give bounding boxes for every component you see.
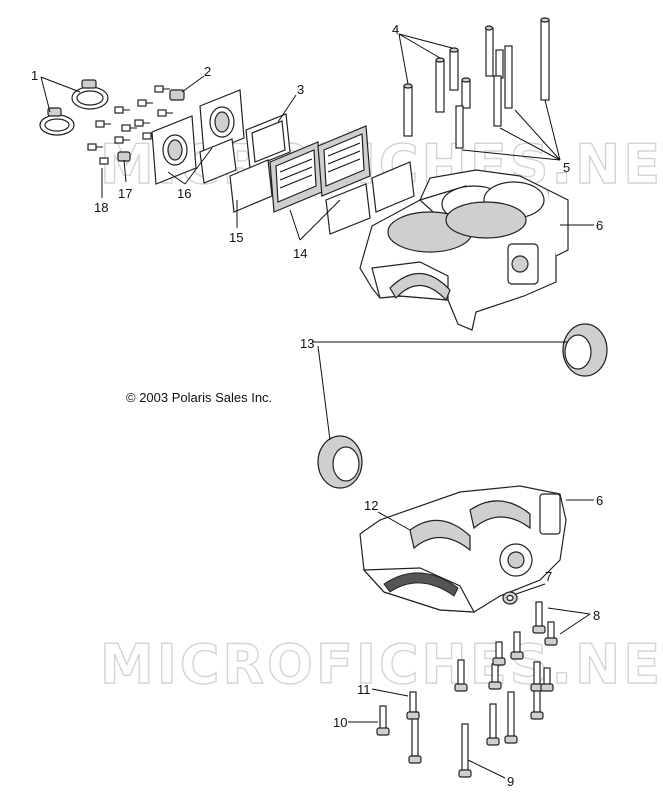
callout-9: 9 (507, 774, 514, 789)
leader-lines (40, 33, 594, 779)
adapter-plates (151, 89, 245, 185)
copyright-text: © 2003 Polaris Sales Inc. (126, 390, 272, 405)
small-bolts-group (87, 85, 185, 165)
callout-12: 12 (364, 498, 378, 513)
watermark-bottom: MICROFICHES.NET (100, 633, 663, 696)
callout-7: 7 (545, 569, 552, 584)
callout-10: 10 (333, 715, 347, 730)
callout-labels: 1 2 3 4 5 6 6 7 8 9 10 11 12 13 14 15 16… (31, 22, 603, 789)
callout-6-upper: 6 (596, 218, 603, 233)
callout-15: 15 (229, 230, 243, 245)
callout-14: 14 (293, 246, 307, 261)
lower-crankcase (359, 485, 567, 613)
callout-5: 5 (563, 160, 570, 175)
plug-part-7 (502, 591, 518, 605)
callout-2: 2 (204, 64, 211, 79)
crankshaft-seals (317, 323, 608, 489)
callout-4: 4 (392, 22, 399, 37)
callout-1: 1 (31, 68, 38, 83)
upper-crankcase (359, 169, 569, 331)
callout-6-lower: 6 (596, 493, 603, 508)
callout-17: 17 (118, 186, 132, 201)
studs-and-dowels (403, 17, 550, 149)
fitting-part-2 (169, 89, 185, 101)
callout-16: 16 (177, 186, 191, 201)
reed-valve-assembly (229, 113, 415, 235)
hose-clamps (39, 79, 109, 136)
callout-11: 11 (357, 682, 371, 697)
callout-13: 13 (300, 336, 314, 351)
callout-8: 8 (593, 608, 600, 623)
fitting-part-17 (117, 151, 131, 162)
crankcase-bolts (376, 601, 558, 778)
callout-18: 18 (94, 200, 108, 215)
callout-3: 3 (297, 82, 304, 97)
